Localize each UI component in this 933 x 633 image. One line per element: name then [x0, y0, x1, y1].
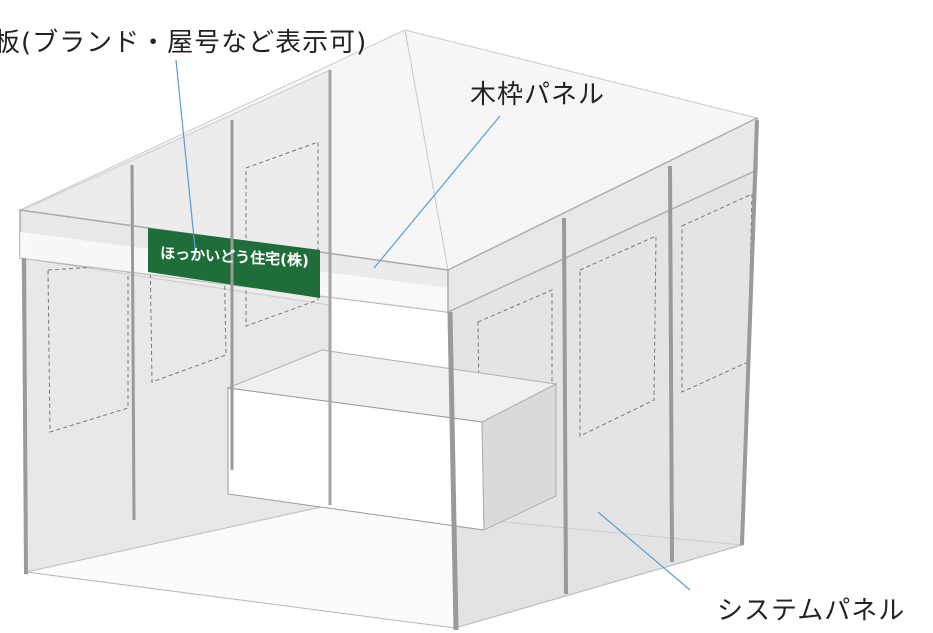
roof-diagonal	[404, 29, 449, 271]
dashed-frame-3	[245, 141, 319, 327]
pole-left-2	[130, 164, 136, 521]
sign-label: 板(ブランド・屋号など表示可)	[0, 28, 368, 58]
system-panel-label: システムパネル	[717, 596, 906, 626]
leader-sign	[175, 59, 197, 259]
pole-right-3	[668, 165, 674, 563]
wood-panel-label: 木枠パネル	[470, 80, 606, 110]
leader-wood-panel	[373, 115, 501, 269]
pole-front-corner	[447, 311, 459, 631]
dashed-frame-1	[47, 264, 129, 433]
counter-side	[481, 383, 557, 531]
dashed-frame-5	[579, 235, 657, 437]
pole-front-left	[22, 257, 28, 575]
sign-board	[148, 228, 320, 298]
pole-right-2	[562, 217, 568, 595]
leader-system-panel	[597, 511, 691, 591]
pole-back-right	[740, 119, 759, 546]
